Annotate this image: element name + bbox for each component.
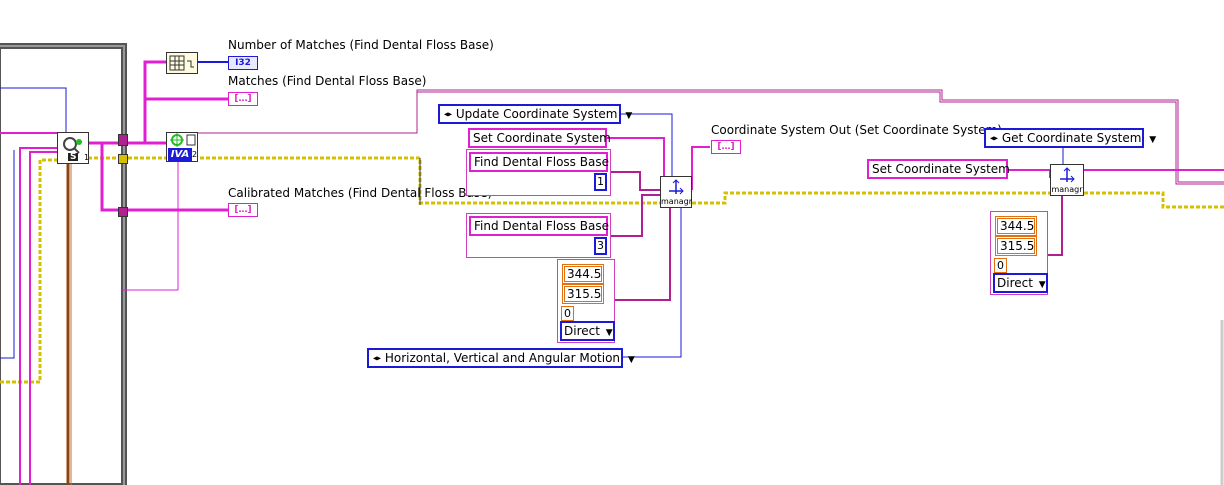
matches-indicator[interactable]: […] — [228, 92, 258, 106]
cluster-constant-b[interactable]: Find Dental Floss Base 3 — [466, 213, 611, 258]
cluster-b-number[interactable]: 3 — [594, 237, 607, 255]
angle-value-2[interactable]: 0 — [994, 258, 1007, 273]
ivp-convert-node[interactable]: IVA 2 — [166, 132, 198, 162]
number-of-matches-indicator[interactable]: I32 — [228, 56, 258, 70]
set-coordinate-system-string-2[interactable]: Set Coordinate System — [867, 159, 1010, 179]
angle-value-1[interactable]: 0 — [561, 306, 574, 321]
magnifier-search-icon — [63, 137, 82, 161]
ring-value: Update Coordinate System — [455, 107, 618, 121]
cluster-b-string[interactable]: Find Dental Floss Base — [469, 216, 609, 236]
mode-ring-2-value: Direct — [997, 276, 1033, 290]
coordinate-manager-node-2[interactable]: managr — [1050, 164, 1084, 196]
pattern-search-node[interactable]: S 1 — [57, 132, 89, 164]
ring-arrows-icon: ◂▸ — [990, 133, 999, 143]
x-value-2[interactable]: 344.5 — [995, 216, 1037, 236]
label-number-of-matches: Number of Matches (Find Dental Floss Bas… — [228, 38, 494, 52]
label-calibrated-matches: Calibrated Matches (Find Dental Floss Ba… — [228, 186, 493, 200]
mode-ring-2[interactable]: Direct ▼ — [993, 273, 1048, 293]
tunnel-small — [118, 207, 128, 217]
ring-arrows-icon: ◂▸ — [373, 353, 382, 363]
get-ring-value: Get Coordinate System — [1001, 131, 1142, 145]
mode-ring-1[interactable]: Direct ▼ — [560, 321, 615, 341]
cluster-constant-a[interactable]: Find Dental Floss Base 1 — [466, 149, 611, 196]
label-matches: Matches (Find Dental Floss Base) — [228, 74, 427, 88]
enum-wire-left — [0, 87, 67, 140]
array-grid-icon — [169, 55, 194, 71]
dropdown-arrow-icon: ▼ — [1149, 135, 1157, 145]
node-1-label: managr — [661, 197, 693, 206]
cluster-a-string[interactable]: Find Dental Floss Base — [469, 152, 609, 172]
axes-icon — [1060, 167, 1075, 183]
dropdown-arrow-icon: ▼ — [1038, 280, 1046, 290]
y-value-2[interactable]: 315.5 — [995, 236, 1037, 256]
coordinate-cluster-constant-2[interactable]: 344.5 315.5 0 Direct ▼ — [990, 211, 1048, 295]
search-node-label: S — [70, 152, 77, 162]
cluster-a-number[interactable]: 1 — [594, 173, 607, 191]
coordinate-cluster-constant-1[interactable]: 344.5 315.5 0 Direct ▼ — [557, 259, 615, 343]
x-value-1[interactable]: 344.5 — [562, 264, 604, 284]
array-size-node[interactable] — [166, 52, 198, 74]
loop-frame — [0, 43, 127, 485]
crosshair-icon — [170, 133, 196, 147]
coordinate-manager-node-1[interactable]: managr — [660, 176, 692, 208]
tunnel-pink — [118, 134, 128, 146]
motion-ring-value: Horizontal, Vertical and Angular Motion — [384, 351, 621, 365]
calibrated-matches-indicator[interactable]: […] — [228, 203, 258, 217]
dropdown-arrow-icon: ▼ — [627, 355, 635, 365]
set-coordinate-system-string-1[interactable]: Set Coordinate System — [468, 128, 611, 148]
tunnel-yellow — [118, 154, 128, 164]
ivp-node-index: 2 — [192, 150, 198, 159]
update-coordinate-system-ring[interactable]: ◂▸ Update Coordinate System ▼ — [438, 104, 632, 124]
dropdown-arrow-icon: ▼ — [625, 111, 633, 121]
ivp-node-label: IVA — [168, 148, 192, 161]
dropdown-arrow-icon: ▼ — [605, 328, 613, 338]
mode-ring-1-value: Direct — [564, 324, 600, 338]
search-node-index: 1 — [84, 153, 90, 162]
motion-type-ring[interactable]: ◂▸ Horizontal, Vertical and Angular Moti… — [367, 348, 635, 368]
node-2-label: managr — [1051, 185, 1083, 194]
y-value-1[interactable]: 315.5 — [562, 284, 604, 304]
axes-icon — [669, 179, 684, 195]
get-coordinate-system-ring[interactable]: ◂▸ Get Coordinate System ▼ — [984, 128, 1156, 148]
coordinate-system-out-indicator[interactable]: […] — [711, 140, 741, 154]
ring-arrows-icon: ◂▸ — [444, 109, 453, 119]
label-coordinate-system-out: Coordinate System Out (Set Coordinate Sy… — [711, 123, 1002, 137]
